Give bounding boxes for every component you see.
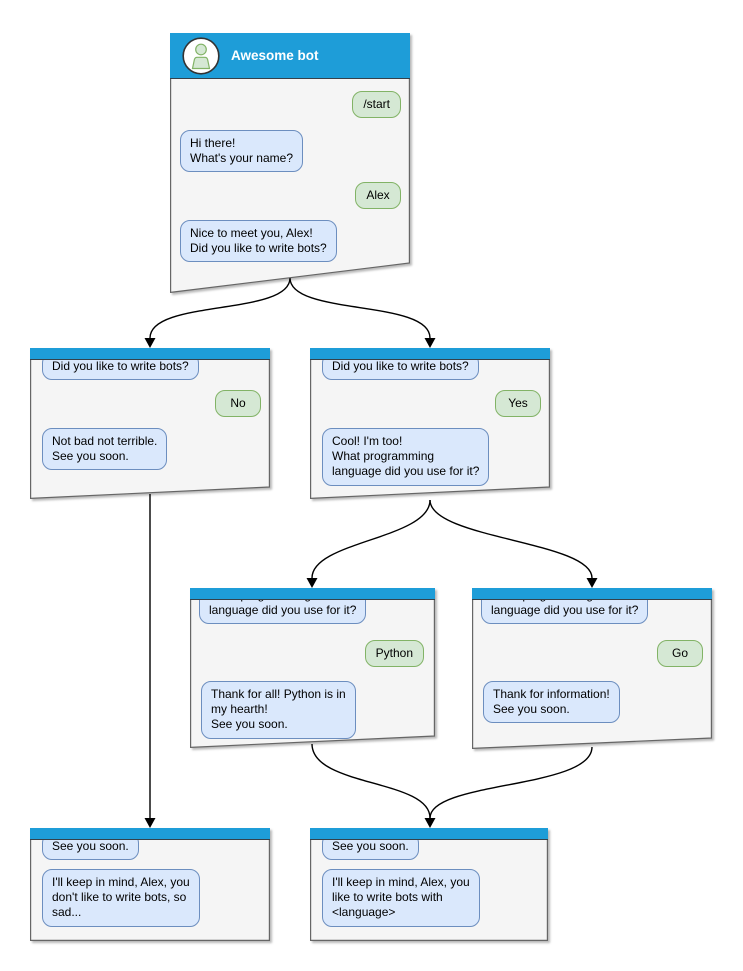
chat-messages-area: Did you like to write bots? Yes Cool! I'… [310, 348, 550, 499]
chat-window-no-branch: Did you like to write bots? No Not bad n… [30, 348, 270, 499]
arrow-root-to-yes [289, 277, 431, 339]
bot-message-bubble: I'll keep in mind, Alex, you don't like … [42, 869, 200, 927]
arrow-go-to-end [429, 746, 593, 819]
chat-window-root: /start Hi there! What's your name? Alex … [170, 33, 410, 293]
bot-avatar-icon [182, 36, 220, 75]
arrow-python-to-end [311, 743, 431, 819]
arrowhead-icon [144, 818, 156, 828]
window-titlebar [310, 828, 548, 840]
chat-window-end-no: See you soon. I'll keep in mind, Alex, y… [30, 828, 270, 941]
window-titlebar [30, 828, 270, 840]
bot-message-bubble: Thank for all! Python is in my hearth! S… [201, 681, 356, 739]
window-titlebar: Awesome bot [170, 33, 410, 79]
chat-messages-area: Did you like to write bots? No Not bad n… [30, 348, 270, 499]
user-message-bubble: No [215, 390, 261, 418]
arrowhead-icon [144, 338, 156, 348]
window-titlebar [310, 348, 550, 360]
arrow-yes-to-python [311, 499, 431, 579]
window-titlebar [190, 588, 435, 600]
arrowhead-icon [424, 818, 436, 828]
user-message-bubble: Alex [355, 182, 401, 210]
arrow-yes-to-go [429, 499, 593, 579]
arrowhead-icon [424, 338, 436, 348]
window-titlebar [472, 588, 712, 600]
arrowhead-icon [306, 578, 318, 588]
bot-message-bubble: Hi there! What's your name? [180, 130, 304, 173]
bot-message-bubble: I'll keep in mind, Alex, you like to wri… [322, 869, 480, 927]
chat-window-python-branch: What programming language did you use fo… [190, 588, 435, 748]
user-message-bubble: Yes [495, 390, 541, 418]
chat-messages-area: See you soon. I'll keep in mind, Alex, y… [30, 828, 270, 941]
chat-messages-area: /start Hi there! What's your name? Alex … [170, 33, 410, 293]
bot-message-bubble: Not bad not terrible. See you soon. [42, 428, 168, 471]
window-title: Awesome bot [231, 48, 319, 63]
user-message-bubble: Python [364, 640, 424, 668]
bot-message-bubble: Cool! I'm too! What programming language… [322, 428, 490, 486]
user-message-bubble: /start [352, 91, 401, 119]
arrowhead-icon [586, 578, 598, 588]
bot-message-bubble: Thank for information! See you soon. [483, 681, 620, 724]
chat-window-end-yes: See you soon. I'll keep in mind, Alex, y… [310, 828, 548, 941]
chat-window-go-branch: What programming language did you use fo… [472, 588, 712, 749]
chat-messages-area: What programming language did you use fo… [190, 588, 435, 748]
user-message-bubble: Go [657, 640, 703, 668]
window-titlebar [30, 348, 270, 360]
chat-messages-area: What programming language did you use fo… [472, 588, 712, 749]
chat-messages-area: See you soon. I'll keep in mind, Alex, y… [310, 828, 548, 941]
arrow-root-to-no [149, 277, 291, 339]
chat-window-yes-branch: Did you like to write bots? Yes Cool! I'… [310, 348, 550, 499]
bot-message-bubble: Nice to meet you, Alex! Did you like to … [180, 220, 337, 263]
